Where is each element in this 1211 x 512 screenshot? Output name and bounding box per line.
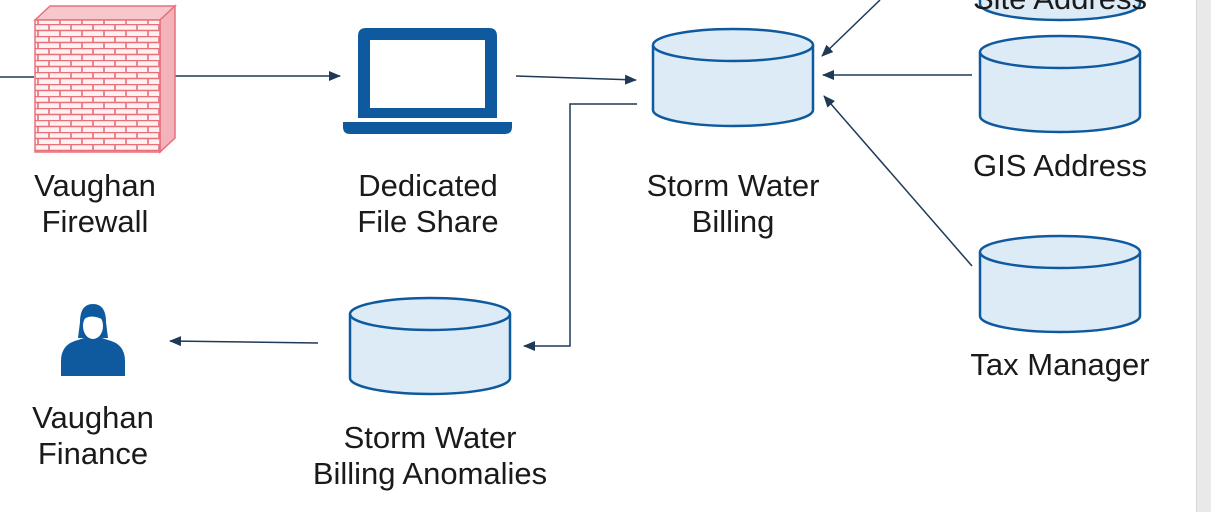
arrow-anomalies-to-finance [169, 336, 319, 347]
laptop-icon [343, 28, 512, 134]
label-tax-manager: Tax Manager [970, 347, 1150, 382]
brick-wall-icon [33, 4, 177, 154]
label-vaughan-finance: Vaughan Finance [32, 400, 154, 471]
label-storm-water-billing-anomalies: Storm Water Billing Anomalies [312, 420, 548, 491]
user-icon [61, 304, 125, 376]
arrow-file-share-to-billing [515, 74, 637, 85]
database-icon [978, 234, 1142, 334]
database-icon [348, 296, 512, 396]
database-icon [978, 34, 1142, 134]
connectors [0, 0, 973, 351]
arrow-billing-to-anomalies [523, 103, 637, 351]
arrow-tax-manager-to-billing [823, 95, 973, 267]
label-site-address: Site Address [935, 0, 1185, 17]
vertical-scrollbar[interactable] [1196, 0, 1211, 512]
label-gis-address: GIS Address [972, 148, 1148, 183]
label-dedicated-file-share: Dedicated File Share [357, 168, 499, 239]
label-vaughan-firewall: Vaughan Firewall [34, 168, 156, 239]
database-icon [978, 0, 1142, 22]
label-storm-water-billing: Storm Water Billing [646, 168, 820, 239]
arrow-site-address-to-billing [821, 0, 881, 57]
database-icon [651, 27, 815, 128]
